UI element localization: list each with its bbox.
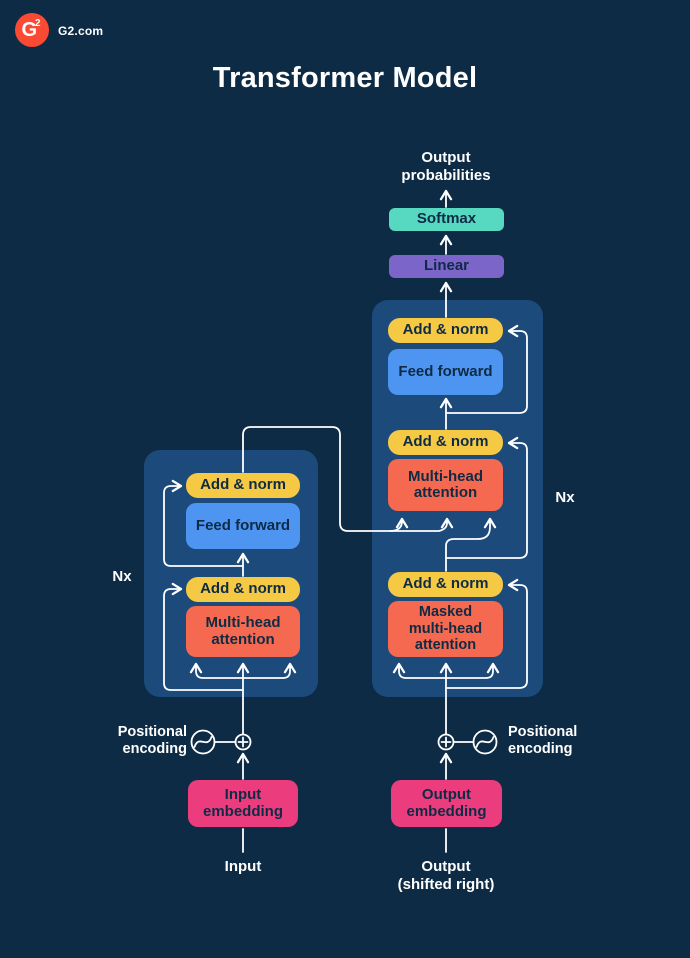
nx-label-left: Nx — [112, 568, 132, 585]
encoder-residual-mha — [163, 582, 244, 691]
decoder-input-split — [392, 662, 500, 679]
linear-block: Linear — [389, 255, 504, 278]
decoder-residual-ff — [445, 324, 528, 414]
decoder-query-arrow — [445, 517, 497, 572]
sine-wave-icon — [193, 736, 213, 748]
page-title: Transformer Model — [212, 62, 478, 94]
decoder-masked-multi-head-attention: Masked multi-head attention — [388, 601, 503, 657]
decoder-add-norm-3: Add & norm — [388, 318, 503, 343]
encoder-to-decoder-branch — [389, 517, 409, 532]
decoder-add-norm-2: Add & norm — [388, 430, 503, 455]
encoder-add-norm-2: Add & norm — [186, 473, 300, 498]
encoder-multi-head-attention: Multi-head attention — [186, 606, 300, 657]
input-label: Input — [224, 858, 262, 875]
output-embedding-block: Output embedding — [391, 780, 502, 827]
sine-icon — [472, 729, 498, 755]
encoder-residual-ff — [163, 479, 244, 567]
plus-icon — [237, 736, 249, 748]
g2-logo-letter: G — [21, 19, 37, 41]
sine-wave-icon — [475, 736, 495, 748]
output-shifted-label: Output (shifted right) — [397, 858, 495, 893]
decoder-feed-forward: Feed forward — [388, 349, 503, 395]
encoder-feed-forward: Feed forward — [186, 503, 300, 549]
plus-icon — [440, 736, 452, 748]
output-probabilities-label: Output probabilities — [401, 149, 491, 184]
positional-encoding-label-left: Positional encoding — [117, 724, 187, 757]
site-label: G2.com — [58, 24, 104, 38]
softmax-block: Softmax — [389, 208, 504, 231]
encoder-to-decoder-line — [242, 426, 454, 532]
decoder-add-norm-1: Add & norm — [388, 572, 503, 597]
g2-logo-digit: 2 — [35, 18, 41, 29]
nx-label-right: Nx — [555, 489, 575, 506]
decoder-residual-masked — [445, 578, 528, 689]
input-embedding-block: Input embedding — [188, 780, 298, 827]
encoder-input-split — [189, 662, 297, 679]
positional-encoding-label-right: Positional encoding — [508, 724, 578, 757]
encoder-add-norm-1: Add & norm — [186, 577, 300, 602]
decoder-multi-head-attention: Multi-head attention — [388, 459, 503, 511]
decoder-residual-cross — [445, 436, 528, 559]
